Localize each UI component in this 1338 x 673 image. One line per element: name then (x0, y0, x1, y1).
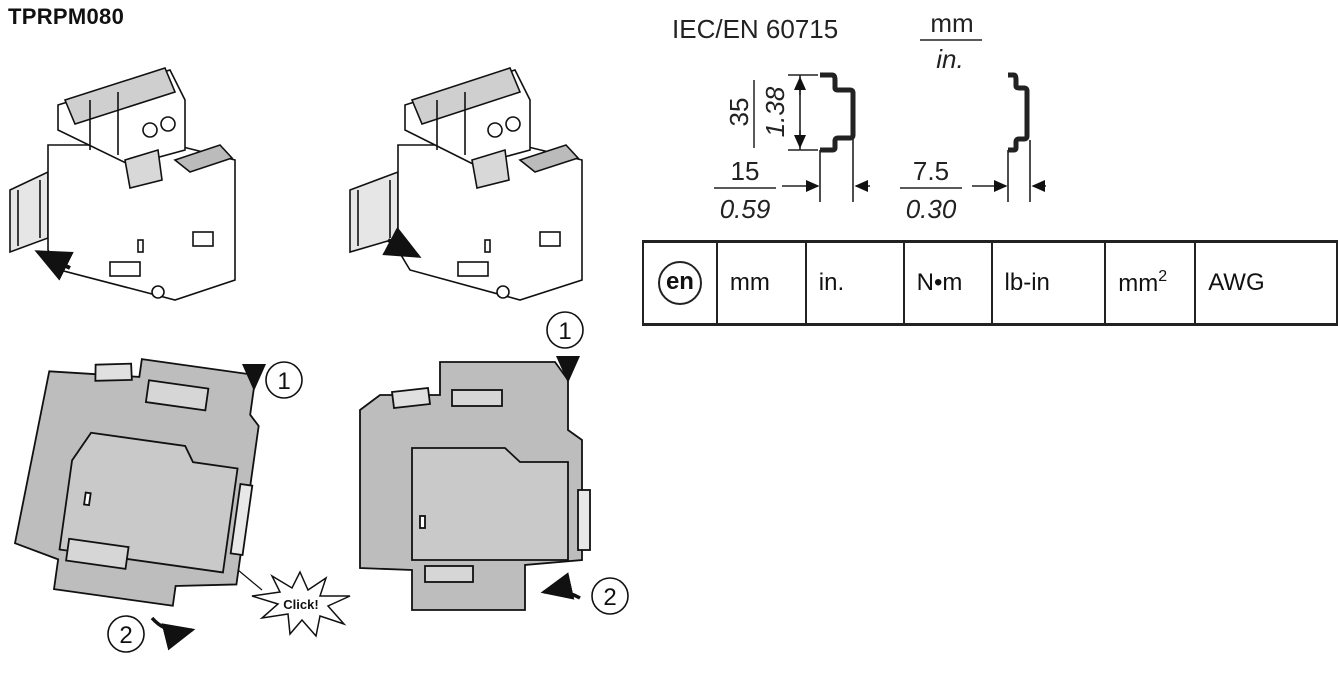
rail-profile-35x15 (788, 72, 856, 202)
step-2-circle-right (591, 577, 629, 615)
rail1-width-in: 0.59 (720, 194, 771, 224)
unit-cell-in: in. (804, 240, 905, 326)
unit-mm2-exponent: 2 (1158, 268, 1168, 285)
unit-cell-mm: mm (715, 240, 807, 326)
rail1-width-mm: 15 (731, 156, 760, 186)
device-top-left (9, 67, 236, 301)
rotate-arrow-right (540, 572, 581, 600)
device-top-middle (349, 67, 583, 301)
step-1-label-right: 1 (558, 318, 571, 345)
step-2-label-left: 2 (119, 622, 132, 649)
product-title: TPRPM080 (8, 4, 125, 29)
step-1-circle-left (265, 361, 303, 399)
step-2-label-right: 2 (603, 584, 616, 611)
step-1-label-left: 1 (277, 368, 290, 395)
rail2-width-in: 0.30 (906, 194, 957, 224)
standard-label: IEC/EN 60715 (672, 14, 838, 44)
device-bottom-middle (359, 361, 591, 611)
unit-mm2-base: mm (1118, 270, 1159, 297)
units-table-row: en mm in. N•m lb-in mm2 AWG (642, 240, 1338, 326)
unit-in-label: in. (936, 44, 963, 74)
language-badge: en (657, 261, 702, 305)
device-bottom-left (13, 358, 260, 607)
click-starburst (237, 569, 351, 638)
unit-cell-nm: N•m (902, 240, 993, 326)
rotate-arrow-left (150, 616, 196, 651)
unit-cell-mm2: mm2 (1104, 240, 1197, 326)
step-1-circle-right (546, 311, 584, 349)
rail-profile-7-5 (1007, 72, 1031, 202)
step-2-circle-left (107, 615, 145, 653)
unit-mm-label: mm (930, 8, 973, 38)
height-in: 1.38 (760, 86, 790, 137)
rail2-width-mm: 7.5 (913, 156, 949, 186)
remove-left-arrow (34, 250, 74, 281)
units-table: en mm in. N•m lb-in mm2 AWG (642, 240, 1338, 326)
height-mm: 35 (724, 98, 754, 127)
remove-right-arrow (382, 226, 422, 258)
unit-cell-awg: AWG (1194, 240, 1338, 326)
click-label: Click! (283, 597, 318, 612)
unit-cell-lb-in: lb-in (990, 240, 1107, 326)
language-cell: en (642, 240, 718, 326)
